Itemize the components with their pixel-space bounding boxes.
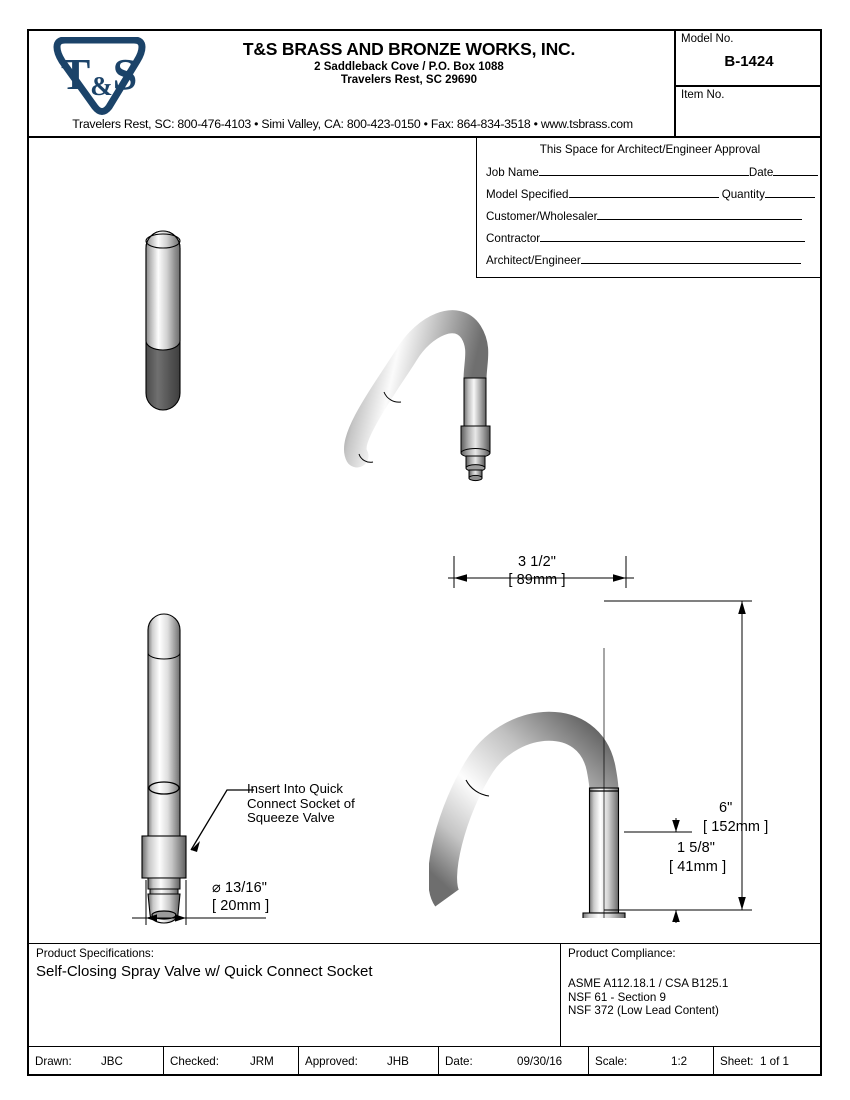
title-block-bar: Drawn: JBC Checked: JRM Approved: JHB Date: 09/… (29, 1046, 822, 1076)
approval-field-row: Job Name Date (486, 164, 818, 179)
title-block-label: Sheet: (720, 1055, 754, 1068)
callout-line-1: Insert Into Quick (247, 781, 344, 796)
callout-line-2: Connect Socket of (247, 795, 355, 811)
isometric-spray-valve (145, 230, 181, 411)
elevation-spray-valve (141, 613, 187, 924)
title-block-label: Checked: (170, 1055, 219, 1068)
width-dimension-value: 3 1/2" (518, 554, 556, 570)
diameter-dimension-value: ⌀ 13/16" (212, 880, 267, 896)
company-address-line1: 2 Saddleback Cove / P.O. Box 1088 (314, 61, 504, 73)
model-number-label: Model No. (681, 33, 734, 45)
company-name: T&S BRASS AND BRONZE WORKS, INC. (242, 39, 576, 59)
callout-text: Insert Into Quick Connect Socket of Sque… (247, 781, 355, 826)
title-block-value: 1 of 1 (760, 1055, 790, 1068)
title-block-cell: Checked: JRM (164, 1047, 299, 1076)
item-number-box: Item No. (676, 87, 822, 138)
height-dimension-metric: [ 152mm ] (703, 819, 769, 835)
title-block-cell: Sheet: 1 of 1 (714, 1047, 822, 1076)
approval-field-row: Model Specified Quantity (486, 186, 818, 201)
approval-field-input[interactable] (540, 230, 806, 242)
model-number-value: B-1424 (724, 53, 774, 70)
product-specifications-value: Self-Closing Spray Valve w/ Quick Connec… (36, 963, 373, 980)
approval-field-label: Model Specified (486, 188, 569, 201)
approval-field-input[interactable] (538, 164, 749, 176)
title-block-cell: Drawn: JBC (29, 1047, 164, 1076)
elevation-gooseneck (429, 648, 626, 918)
diameter-dimension-line (132, 880, 266, 925)
approval-field-input[interactable] (580, 252, 801, 264)
approval-field-label: Customer/Wholesaler (486, 210, 598, 223)
architect-approval-block: This Space for Architect/Engineer Approv… (476, 138, 822, 278)
approval-field-input[interactable] (568, 186, 719, 198)
title-block-value: 1:2 (671, 1055, 688, 1068)
approval-field-label: Quantity (718, 188, 765, 201)
callout-line-3: Squeeze Valve (247, 810, 335, 826)
drawing-area: Insert Into Quick Connect Socket of Sque… (29, 138, 822, 938)
title-block-value: 09/30/16 (517, 1055, 563, 1068)
item-number-label: Item No. (681, 89, 725, 101)
approval-field-label: Contractor (486, 232, 541, 245)
approval-field-row: Contractor (486, 230, 818, 245)
header-company-block: T&S T&S BRASS AND BRONZE WORKS, INC. 2 S… (29, 31, 676, 138)
title-block-cell: Approved: JHB (299, 1047, 439, 1076)
ts-brass-logo: T&S (47, 37, 152, 117)
product-specifications-label: Product Specifications: (36, 947, 154, 960)
callout-leader-line (190, 789, 254, 852)
product-compliance-item: NSF 372 (Low Lead Content) (568, 1004, 719, 1018)
approval-field-input[interactable] (597, 208, 803, 220)
svg-text:T&S: T&S (61, 50, 137, 101)
width-dimension-line (448, 556, 634, 588)
approval-field-input[interactable] (764, 186, 815, 198)
product-compliance-item: ASME A112.18.1 / CSA B125.1 (568, 977, 729, 990)
approval-field-row: Architect/Engineer (486, 252, 818, 267)
title-block-cell: Date: 09/30/16 (439, 1047, 589, 1076)
product-compliance-label: Product Compliance: (568, 947, 676, 960)
title-block-label: Date: (445, 1055, 473, 1068)
product-specifications-block: Product Specifications: Self-Closing Spr… (29, 943, 822, 1047)
approval-field-label: Date (748, 166, 774, 179)
product-compliance-block: Product Compliance: ASME A112.18.1 / CSA… (560, 944, 822, 1047)
lower-height-dimension-line (624, 818, 692, 923)
title-block-label: Scale: (595, 1055, 628, 1068)
title-block-label: Drawn: (35, 1055, 72, 1068)
title-block-value: JHB (387, 1055, 409, 1068)
model-number-box: Model No. B-1424 (676, 31, 822, 87)
height-dimension-value: 6" (719, 800, 733, 816)
drawing-sheet: T&S T&S BRASS AND BRONZE WORKS, INC. 2 S… (27, 29, 822, 1076)
approval-field-label: Job Name (486, 166, 539, 179)
title-block-value: JRM (250, 1055, 274, 1068)
company-address-line2: Travelers Rest, SC 29690 (340, 74, 478, 86)
approval-field-row: Customer/Wholesaler (486, 208, 818, 223)
company-contact-line: Travelers Rest, SC: 800-476-4103 • Simi … (72, 117, 633, 131)
lower-height-dimension-metric: [ 41mm ] (669, 859, 727, 875)
approval-field-label: Architect/Engineer (486, 254, 581, 267)
title-block-label: Approved: (305, 1055, 358, 1068)
isometric-gooseneck (344, 310, 491, 482)
approval-title: This Space for Architect/Engineer Approv… (539, 143, 761, 156)
width-dimension-metric: [ 89mm ] (508, 572, 566, 588)
title-block-cell: Scale: 1:2 (589, 1047, 714, 1076)
approval-field-input[interactable] (773, 164, 818, 176)
sheet-header: T&S T&S BRASS AND BRONZE WORKS, INC. 2 S… (29, 31, 822, 138)
product-compliance-item: NSF 61 - Section 9 (568, 990, 666, 1004)
lower-height-dimension-value: 1 5/8" (677, 840, 715, 856)
diameter-dimension-metric: [ 20mm ] (212, 898, 270, 914)
title-block-value: JBC (101, 1055, 123, 1068)
